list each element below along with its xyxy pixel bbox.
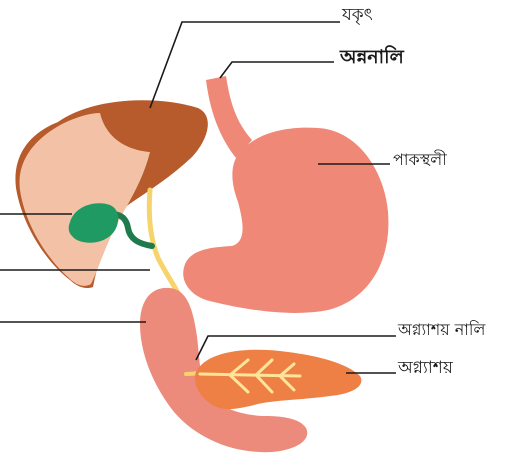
pancreas-body <box>195 350 361 409</box>
pancreas <box>195 350 361 409</box>
label-liver: যকৃৎ <box>342 7 373 24</box>
label-esophagus: অন্ননালি <box>340 48 404 67</box>
stomach-body <box>183 128 388 313</box>
esophagus-tube <box>206 76 252 158</box>
label-pancreas: অগ্ন্যাশয় <box>398 360 453 377</box>
label-stomach: পাকস্থলী <box>393 152 447 168</box>
stomach <box>183 76 388 313</box>
liver <box>15 100 207 288</box>
leader-liver <box>150 22 340 108</box>
label-pancreatic-duct: অগ্ন্যাশয় নালি <box>398 322 485 338</box>
gallbladder <box>69 203 152 246</box>
leader-esophagus <box>220 62 334 78</box>
